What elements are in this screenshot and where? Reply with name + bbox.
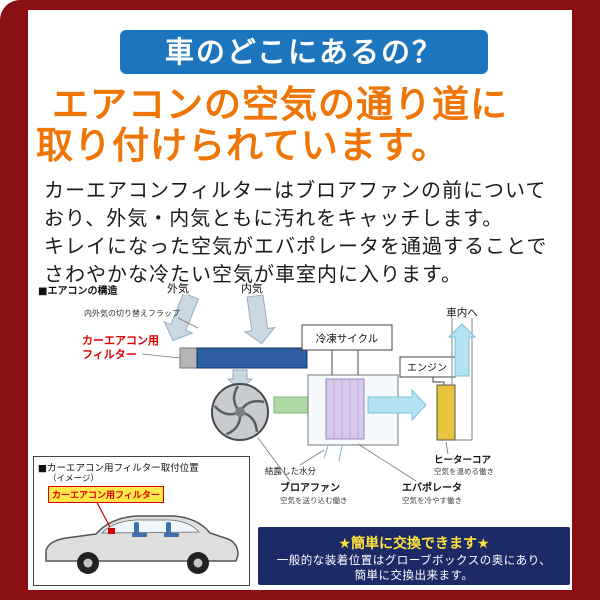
condensation-drip-1: [323, 445, 329, 459]
ac-structure-diagram: 外気 内気 内外気の切り替えフラップ カーエアコン用 フィルター: [82, 280, 494, 506]
car-wheel-front-hub: [83, 558, 93, 568]
filter-location-tag: カーエアコン用フィルター: [48, 486, 164, 503]
engine-label: エンジン: [407, 363, 447, 374]
headline-line2: 取り付けられています。: [36, 124, 450, 167]
refrigeration-cycle-label: 冷凍サイクル: [316, 332, 378, 345]
blower-fan-label: ブロアファン: [280, 481, 340, 494]
evaporator-pointer: [357, 443, 417, 482]
blower-fan-pointer: [257, 437, 291, 482]
description-line-3: キレイになった空気がエバポレータを通過することで: [44, 234, 548, 258]
to-cabin-arrow: [447, 323, 477, 377]
cabin-filter: [196, 347, 308, 369]
replacement-note-line-2: 簡単に交換出来ます。: [354, 568, 474, 582]
car-window: [101, 519, 200, 534]
engine-connector: [432, 377, 445, 386]
outside-air-arrow: [163, 292, 200, 342]
blower-fan-note: 空気を送り込む働き: [280, 495, 348, 505]
inside-air-label: 内気: [241, 281, 263, 295]
content-panel: 車のどこにあるの？ エアコンの空気の通り道に 取り付けられています。 カーエアコ…: [28, 10, 572, 590]
heater-core-pointer: [445, 441, 449, 455]
filter-location-marker: [108, 528, 115, 534]
evaporator-core: [325, 378, 365, 440]
headline: エアコンの空気の通り道に 取り付けられています。: [36, 84, 508, 166]
evaporator-label: エバポレータ: [402, 481, 462, 494]
airflow-arrow-cyan: [367, 388, 427, 422]
filter-label-line1: カーエアコン用: [82, 334, 159, 347]
description-line-2: おり、外気・内気ともに汚れをキャッチします。: [44, 206, 504, 230]
outside-air-label: 外気: [167, 281, 189, 295]
condensation-drip-2: [338, 445, 343, 462]
flap-note-label: 内外気の切り替えフラップ: [84, 308, 180, 318]
car-seats: [132, 522, 179, 537]
replacement-note-line-1: 一般的な装着位置はグローブボックスの奥にあり、: [276, 553, 552, 567]
description-line-1: カーエアコンフィルターはブロアファンの前について: [44, 178, 547, 202]
diagram-title: ■エアコンの構造: [38, 286, 118, 297]
evaporator-note: 空気を冷やす働き: [402, 495, 462, 505]
inset-subtitle: （イメージ）: [48, 474, 99, 484]
blower-fan: [211, 383, 269, 441]
replacement-note: ★簡単に交換できます★ 一般的な装着位置はグローブボックスの奥にあり、 簡単に交…: [258, 527, 570, 585]
installation-inset: ■カーエアコン用フィルター取付位置 （イメージ） カーエアコン用フィルター: [33, 456, 250, 586]
inside-air-arrow: [243, 294, 276, 345]
headline-line1: エアコンの空気の通り道に: [52, 83, 508, 126]
heater-core: [436, 384, 456, 441]
condensed-water-label: 結露した水分: [265, 466, 317, 477]
filter-pointer-line: [141, 353, 181, 359]
flap-pointer-line: [177, 317, 199, 329]
cabin-duct: [451, 318, 473, 441]
car-wheel-rear-hub: [193, 558, 203, 568]
condensed-water-pointer: [299, 449, 325, 466]
to-cabin-label: 車内へ: [446, 306, 478, 319]
heater-core-label: ヒーターコア: [434, 454, 492, 466]
heater-core-note: 空気を温める働き: [434, 466, 494, 476]
header-title: 車のどこにあるの？: [164, 35, 444, 69]
refrigeration-cycle-box: [301, 324, 393, 351]
description-line-4: さわやかな冷たい空気が車室内に入ります。: [44, 262, 462, 286]
description: カーエアコンフィルターはブロアファンの前について おり、外気・内気ともに汚れをキ…: [44, 176, 547, 288]
filter-label-line2: フィルター: [82, 348, 137, 361]
filter-bracket: [179, 347, 198, 369]
inset-title: ■カーエアコン用フィルター取付位置: [38, 463, 199, 474]
car-illustration: [45, 496, 239, 574]
replacement-note-title: ★簡単に交換できます★: [338, 536, 490, 552]
header-banner: 車のどこにあるの？: [120, 30, 488, 74]
